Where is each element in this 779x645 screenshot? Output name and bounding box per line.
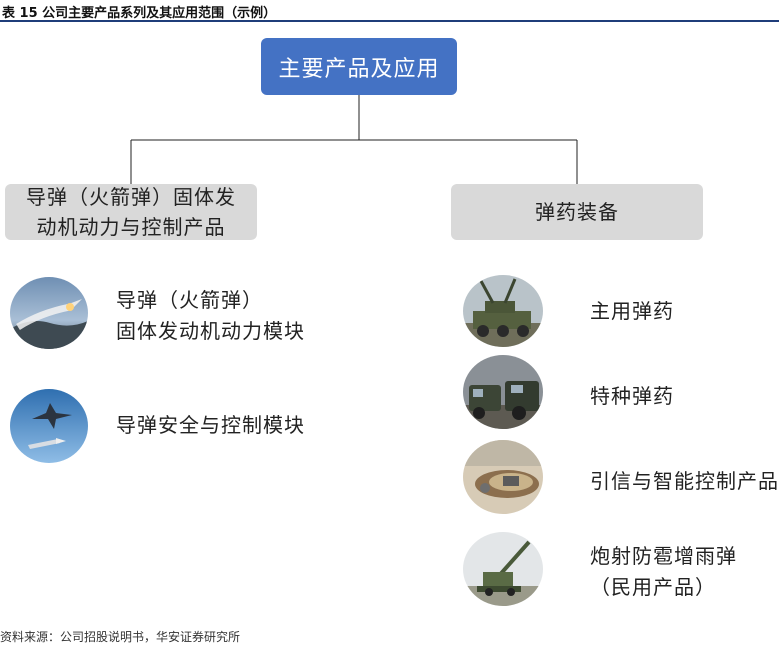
left-item-1-text: 导弹（火箭弹） 固体发动机动力模块 (116, 285, 305, 347)
root-node-label: 主要产品及应用 (278, 51, 439, 83)
right-item-3-line1: 引信与智能控制产品 (590, 469, 779, 493)
category-node-ammunition: 弹药装备 (451, 184, 703, 240)
right-item-2-text: 特种弹药 (590, 381, 674, 412)
left-item-1-line1: 导弹（火箭弹） (116, 288, 263, 312)
right-item-2-line1: 特种弹药 (590, 384, 674, 408)
left-item-1-line2: 固体发动机动力模块 (116, 319, 305, 343)
left-item-2-line1: 导弹安全与控制模块 (116, 413, 305, 437)
category-label-line2: 动机动力与控制产品 (37, 215, 226, 239)
left-item-2-text: 导弹安全与控制模块 (116, 410, 305, 441)
fuze-component-photo (463, 440, 543, 514)
right-item-4-line2: （民用产品） (590, 575, 716, 599)
category-label: 弹药装备 (535, 197, 619, 227)
source-note: 资料来源：公司招股说明书，华安证券研究所 (0, 628, 240, 645)
military-vehicles-photo (463, 355, 543, 429)
artillery-vehicle-photo (463, 275, 543, 347)
fighter-jet-missile-photo (10, 389, 88, 463)
right-item-4-text: 炮射防雹增雨弹 （民用产品） (590, 541, 737, 603)
right-item-1-text: 主用弹药 (590, 296, 674, 327)
anti-aircraft-gun-photo (463, 532, 543, 606)
right-item-3-text: 引信与智能控制产品 (590, 466, 779, 497)
category-label-line1: 导弹（火箭弹）固体发 (26, 185, 236, 209)
root-node: 主要产品及应用 (261, 38, 457, 95)
missile-launch-photo (10, 277, 88, 349)
right-item-4-line1: 炮射防雹增雨弹 (590, 544, 737, 568)
category-node-propulsion: 导弹（火箭弹）固体发 动机动力与控制产品 (5, 184, 257, 240)
right-item-1-line1: 主用弹药 (590, 299, 674, 323)
